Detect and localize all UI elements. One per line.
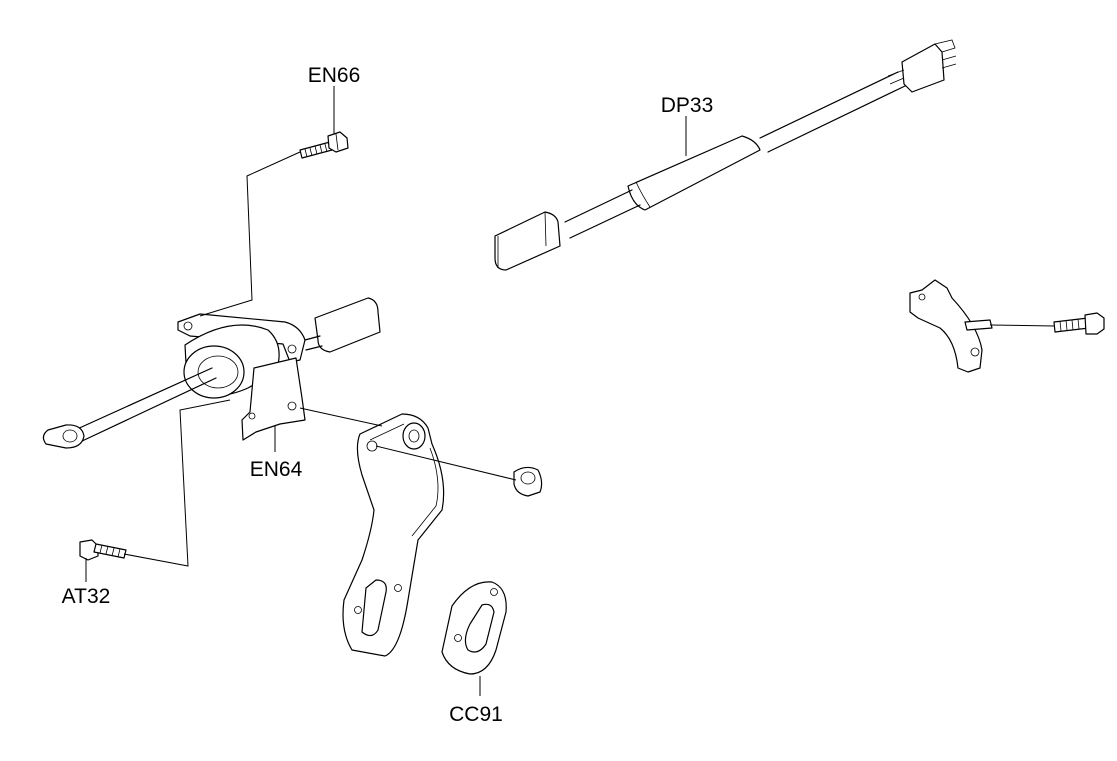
bolt-right (1053, 312, 1105, 335)
bracket-en64 (42, 297, 381, 449)
leader-en66-assembly (199, 151, 301, 317)
label-en66: EN66 (308, 64, 361, 87)
label-en64: EN64 (250, 458, 303, 481)
lever-plate (342, 413, 445, 657)
bolt-en66 (299, 131, 349, 159)
label-cc91: CC91 (449, 703, 503, 726)
washer-nut (513, 466, 543, 497)
cam-plate (909, 279, 993, 373)
cable-dp33 (494, 39, 957, 271)
leader-lever-washer (375, 445, 517, 481)
leader-cam-bolt (989, 324, 1055, 327)
leader-at32-assembly (123, 399, 231, 567)
bolt-at32 (79, 539, 127, 561)
label-dp33: DP33 (661, 94, 714, 117)
gasket-cc91 (441, 581, 507, 675)
leader-bracket-lever (299, 407, 383, 427)
label-at32: AT32 (62, 585, 111, 608)
